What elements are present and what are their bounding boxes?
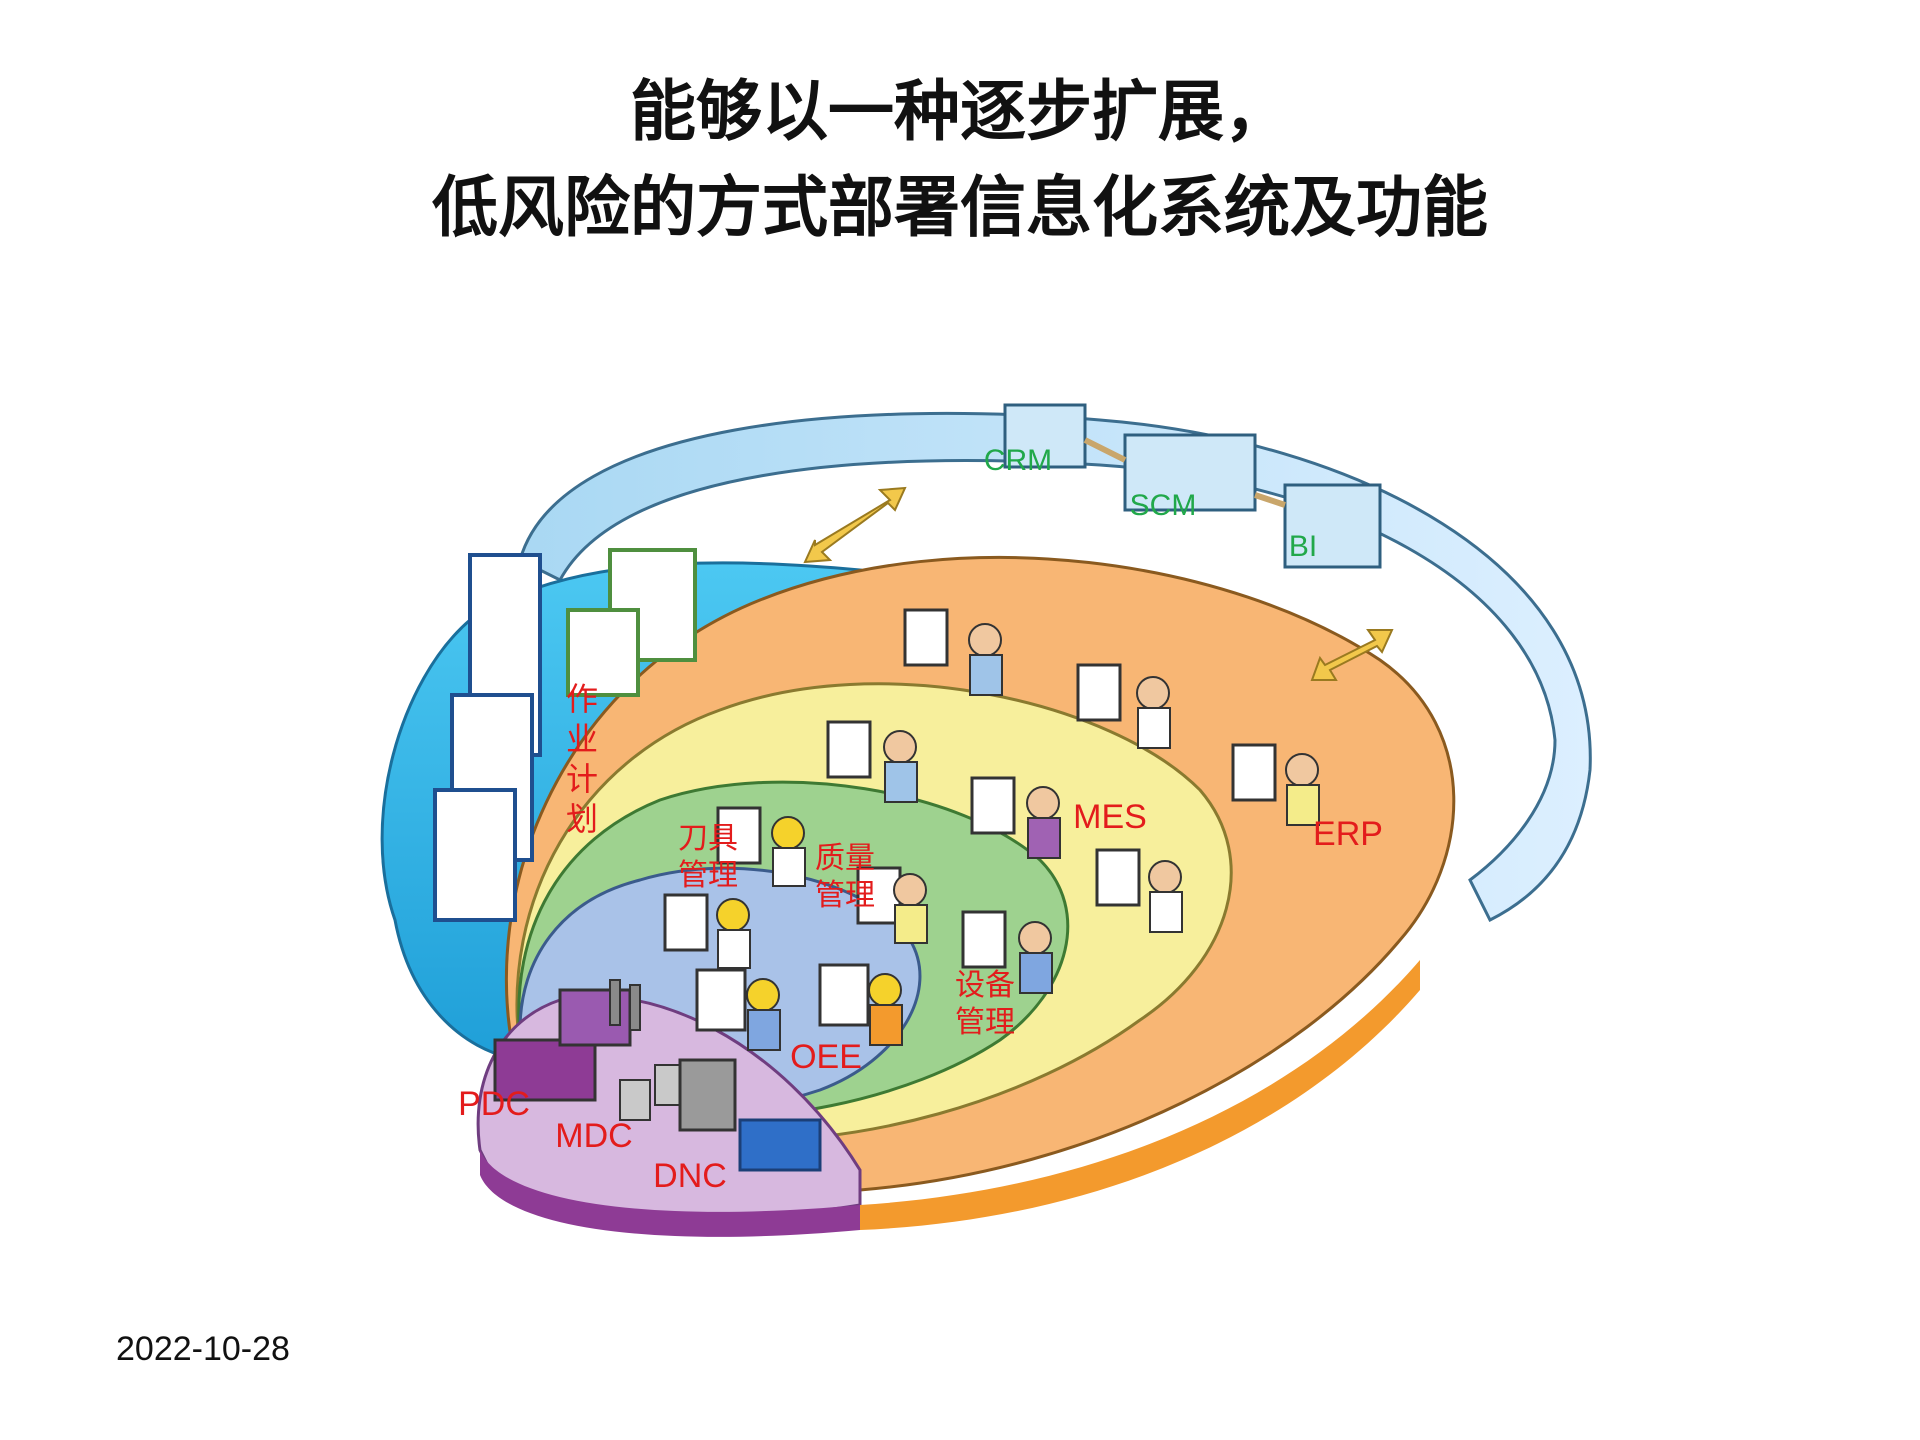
pdc-label: PDC: [458, 1085, 530, 1123]
erp-label: ERP: [1313, 815, 1383, 853]
bi-label: BI: [1289, 530, 1317, 563]
double-arrow-icon: [1310, 629, 1394, 681]
job-plan-char-1: 作: [566, 680, 598, 718]
shopfloor-workstations: [663, 806, 1053, 1051]
factory-layer-edge: [480, 1150, 860, 1237]
quality-mgmt-line-1: 质量: [815, 841, 875, 876]
oee-label: OEE: [790, 1038, 862, 1076]
crm-label: CRM: [984, 444, 1052, 477]
title-line-2: 低风险的方式部署信息化系统及功能: [432, 168, 1488, 246]
mes-label: MES: [1073, 798, 1147, 836]
erp-layer-edge: [860, 960, 1420, 1230]
scm-screen: [1123, 433, 1257, 512]
tool-mgmt-line-1: 刀具: [678, 821, 738, 856]
job-plan-documents: [433, 548, 697, 922]
bi-screen: [1283, 483, 1382, 569]
mdc-label: MDC: [555, 1117, 632, 1155]
job-plan-char-4: 划: [566, 800, 598, 838]
factory-buildings: [493, 979, 822, 1172]
equipment-mgmt-line-1: 设备: [955, 968, 1015, 1003]
dnc-label: DNC: [653, 1157, 727, 1195]
title-line-1: 能够以一种逐步扩展，: [630, 72, 1290, 150]
quality-mgmt-line-2: 管理: [815, 878, 875, 913]
mes-workstations: [826, 720, 1183, 933]
job-plan-char-3: 计: [566, 760, 598, 798]
scm-label: SCM: [1130, 489, 1197, 522]
crm-screen: [1003, 403, 1087, 469]
equipment-mgmt-line-2: 管理: [955, 1005, 1015, 1040]
job-plan-char-2: 业: [566, 720, 598, 758]
slide-date: 2022-10-28: [116, 1330, 290, 1368]
erp-workstations: [903, 608, 1320, 826]
double-arrow-icon: [803, 486, 907, 564]
tool-mgmt-line-2: 管理: [678, 858, 738, 893]
